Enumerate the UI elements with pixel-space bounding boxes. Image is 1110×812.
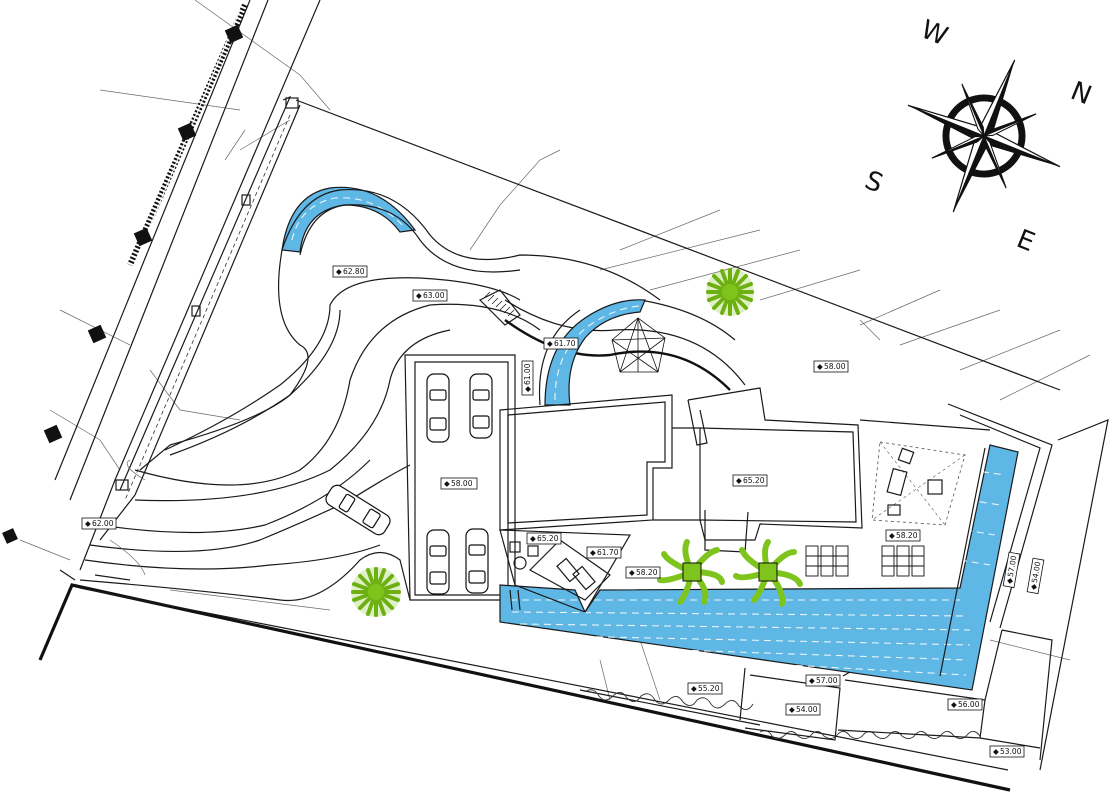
svg-text:◆: ◆ — [889, 531, 895, 540]
boundary-wall — [99, 95, 1061, 541]
svg-text:61.70: 61.70 — [597, 548, 619, 557]
level-tag-entrance: ◆62.00 — [81, 517, 117, 530]
lower-terraces — [739, 419, 1109, 771]
level-tag-lower-55: ◆55.20 — [687, 682, 723, 695]
svg-text:◆: ◆ — [523, 386, 532, 392]
svg-text:◆: ◆ — [1029, 583, 1039, 590]
svg-text:58.20: 58.20 — [896, 531, 918, 540]
bridge — [504, 299, 746, 391]
compass-west: W — [917, 15, 952, 52]
level-tag-side-57: ◆57.00 — [1002, 551, 1021, 589]
svg-text:62.80: 62.80 — [343, 267, 365, 276]
house — [499, 387, 863, 553]
level-tag-lower-56: ◆56.00 — [947, 698, 983, 711]
svg-text:54.00: 54.00 — [1030, 561, 1043, 584]
gazebo — [611, 317, 666, 373]
svg-text:◆: ◆ — [336, 267, 342, 276]
level-tag-lower-57: ◆57.00 — [805, 674, 841, 687]
main-pool — [499, 444, 1019, 691]
svg-text:◆: ◆ — [590, 548, 596, 557]
level-tag-upper-drive: ◆62.80 — [332, 265, 368, 278]
svg-text:56.00: 56.00 — [958, 700, 980, 709]
svg-text:◆: ◆ — [736, 476, 742, 485]
svg-text:57.00: 57.00 — [816, 676, 838, 685]
svg-text:◆: ◆ — [691, 684, 697, 693]
svg-text:55.20: 55.20 — [698, 684, 720, 693]
level-tag-side-54: ◆54.00 — [1026, 557, 1045, 595]
level-tag-terrace-upper: ◆65.20 — [526, 532, 562, 545]
svg-text:61.70: 61.70 — [554, 339, 576, 348]
level-tag-lounge-deck: ◆58.20 — [885, 529, 921, 542]
lower-boundary — [38, 574, 1011, 792]
compass-north: N — [1066, 76, 1095, 111]
cars — [325, 373, 493, 595]
svg-text:◆: ◆ — [530, 534, 536, 543]
svg-text:63.00: 63.00 — [423, 291, 445, 300]
sun-loungers — [805, 545, 925, 577]
svg-text:◆: ◆ — [629, 568, 635, 577]
level-tag-pool-deck: ◆58.20 — [625, 566, 661, 579]
svg-text:◆: ◆ — [789, 705, 795, 714]
svg-text:57.00: 57.00 — [1006, 555, 1019, 578]
level-tag-house-roof: ◆65.20 — [732, 474, 768, 487]
compass-rose — [907, 59, 1061, 213]
svg-text:61.00: 61.00 — [523, 363, 532, 385]
driveway — [79, 188, 661, 602]
svg-text:◆: ◆ — [993, 747, 999, 756]
svg-text:◆: ◆ — [416, 291, 422, 300]
rock-wall — [584, 689, 981, 739]
svg-text:62.00: 62.00 — [92, 519, 114, 528]
level-tags: ◆62.00 ◆62.80 ◆63.00 ◆61.70 ◆61.00 ◆58.0… — [81, 265, 1045, 758]
svg-text:◆: ◆ — [85, 519, 91, 528]
compass-south: S — [861, 165, 888, 199]
level-tag-bridge: ◆61.70 — [543, 337, 579, 350]
stairs — [478, 289, 521, 326]
terrace — [499, 529, 632, 613]
garage — [404, 354, 516, 601]
upper-water-channel — [281, 186, 417, 253]
svg-text:◆: ◆ — [817, 362, 823, 371]
svg-text:◆: ◆ — [547, 339, 553, 348]
compass-east: E — [1012, 224, 1038, 258]
level-tag-lower-54: ◆54.00 — [785, 703, 821, 716]
svg-text:58.20: 58.20 — [636, 568, 658, 577]
svg-text:54.00: 54.00 — [796, 705, 818, 714]
level-tag-terrace-mid: ◆61.70 — [586, 546, 622, 559]
level-tag-garden-east: ◆58.00 — [813, 360, 849, 373]
svg-text:◆: ◆ — [809, 676, 815, 685]
palm-trees — [351, 268, 803, 617]
terrain-contours — [19, 0, 1091, 701]
street-edge — [54, 0, 321, 581]
level-tag-lower-53: ◆53.00 — [989, 745, 1025, 758]
street-tree-row — [2, 3, 248, 544]
svg-text:53.00: 53.00 — [1000, 747, 1022, 756]
svg-text:◆: ◆ — [1005, 577, 1015, 584]
svg-text:58.00: 58.00 — [824, 362, 846, 371]
svg-text:◆: ◆ — [444, 479, 450, 488]
level-tag-garage: ◆58.00 — [440, 477, 478, 490]
svg-text:65.20: 65.20 — [537, 534, 559, 543]
svg-text:65.20: 65.20 — [743, 476, 765, 485]
svg-text:58.00: 58.00 — [451, 479, 473, 488]
level-tag-drive: ◆63.00 — [412, 289, 448, 302]
svg-text:◆: ◆ — [951, 700, 957, 709]
level-tag-ramp: ◆61.00 — [521, 360, 534, 396]
